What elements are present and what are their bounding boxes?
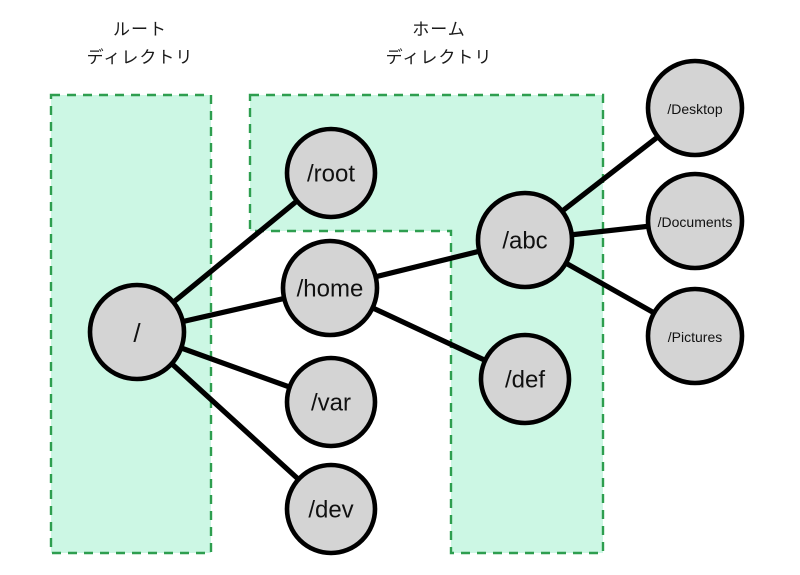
node-root-dir-shape[interactable]: [284, 126, 378, 220]
node-documents-shape[interactable]: [645, 171, 745, 271]
node-def-label: /def: [505, 367, 545, 394]
node-home-shape[interactable]: [280, 238, 380, 338]
node-desktop[interactable]: /Desktop: [645, 58, 745, 158]
nodes-layer: / /root/home/var/dev/abc/def/Desktop/Docu…: [87, 58, 745, 556]
node-root[interactable]: /: [87, 282, 187, 382]
node-pictures[interactable]: /Pictures: [645, 286, 745, 386]
node-desktop-shape[interactable]: [645, 58, 745, 158]
node-def-shape[interactable]: [478, 332, 572, 426]
node-root-shape[interactable]: [87, 282, 187, 382]
node-abc-label: /abc: [502, 228, 547, 255]
node-var-label: /var: [311, 390, 351, 417]
node-var-shape[interactable]: [284, 355, 378, 449]
node-root-label: /: [133, 318, 141, 348]
node-home[interactable]: /home: [280, 238, 380, 338]
node-var[interactable]: /var: [284, 355, 378, 449]
node-dev-label: /dev: [308, 497, 353, 524]
node-root-dir[interactable]: /root: [284, 126, 378, 220]
node-root-dir-label: /root: [307, 161, 355, 188]
node-abc[interactable]: /abc: [475, 190, 575, 290]
node-home-label: /home: [297, 276, 364, 303]
node-dev-shape[interactable]: [284, 462, 378, 556]
root-directory-caption-line2: ディレクトリ: [87, 47, 194, 68]
node-documents[interactable]: /Documents: [645, 171, 745, 271]
node-pictures-label: /Pictures: [668, 329, 722, 345]
node-def[interactable]: /def: [478, 332, 572, 426]
node-abc-shape[interactable]: [475, 190, 575, 290]
node-documents-label: /Documents: [658, 214, 733, 230]
node-desktop-label: /Desktop: [667, 101, 722, 117]
node-dev[interactable]: /dev: [284, 462, 378, 556]
home-directory-caption-line2: ディレクトリ: [386, 47, 493, 68]
root-directory-caption-line1: ルート: [113, 20, 167, 40]
home-directory-caption-line1: ホーム: [412, 20, 466, 40]
node-pictures-shape[interactable]: [645, 286, 745, 386]
